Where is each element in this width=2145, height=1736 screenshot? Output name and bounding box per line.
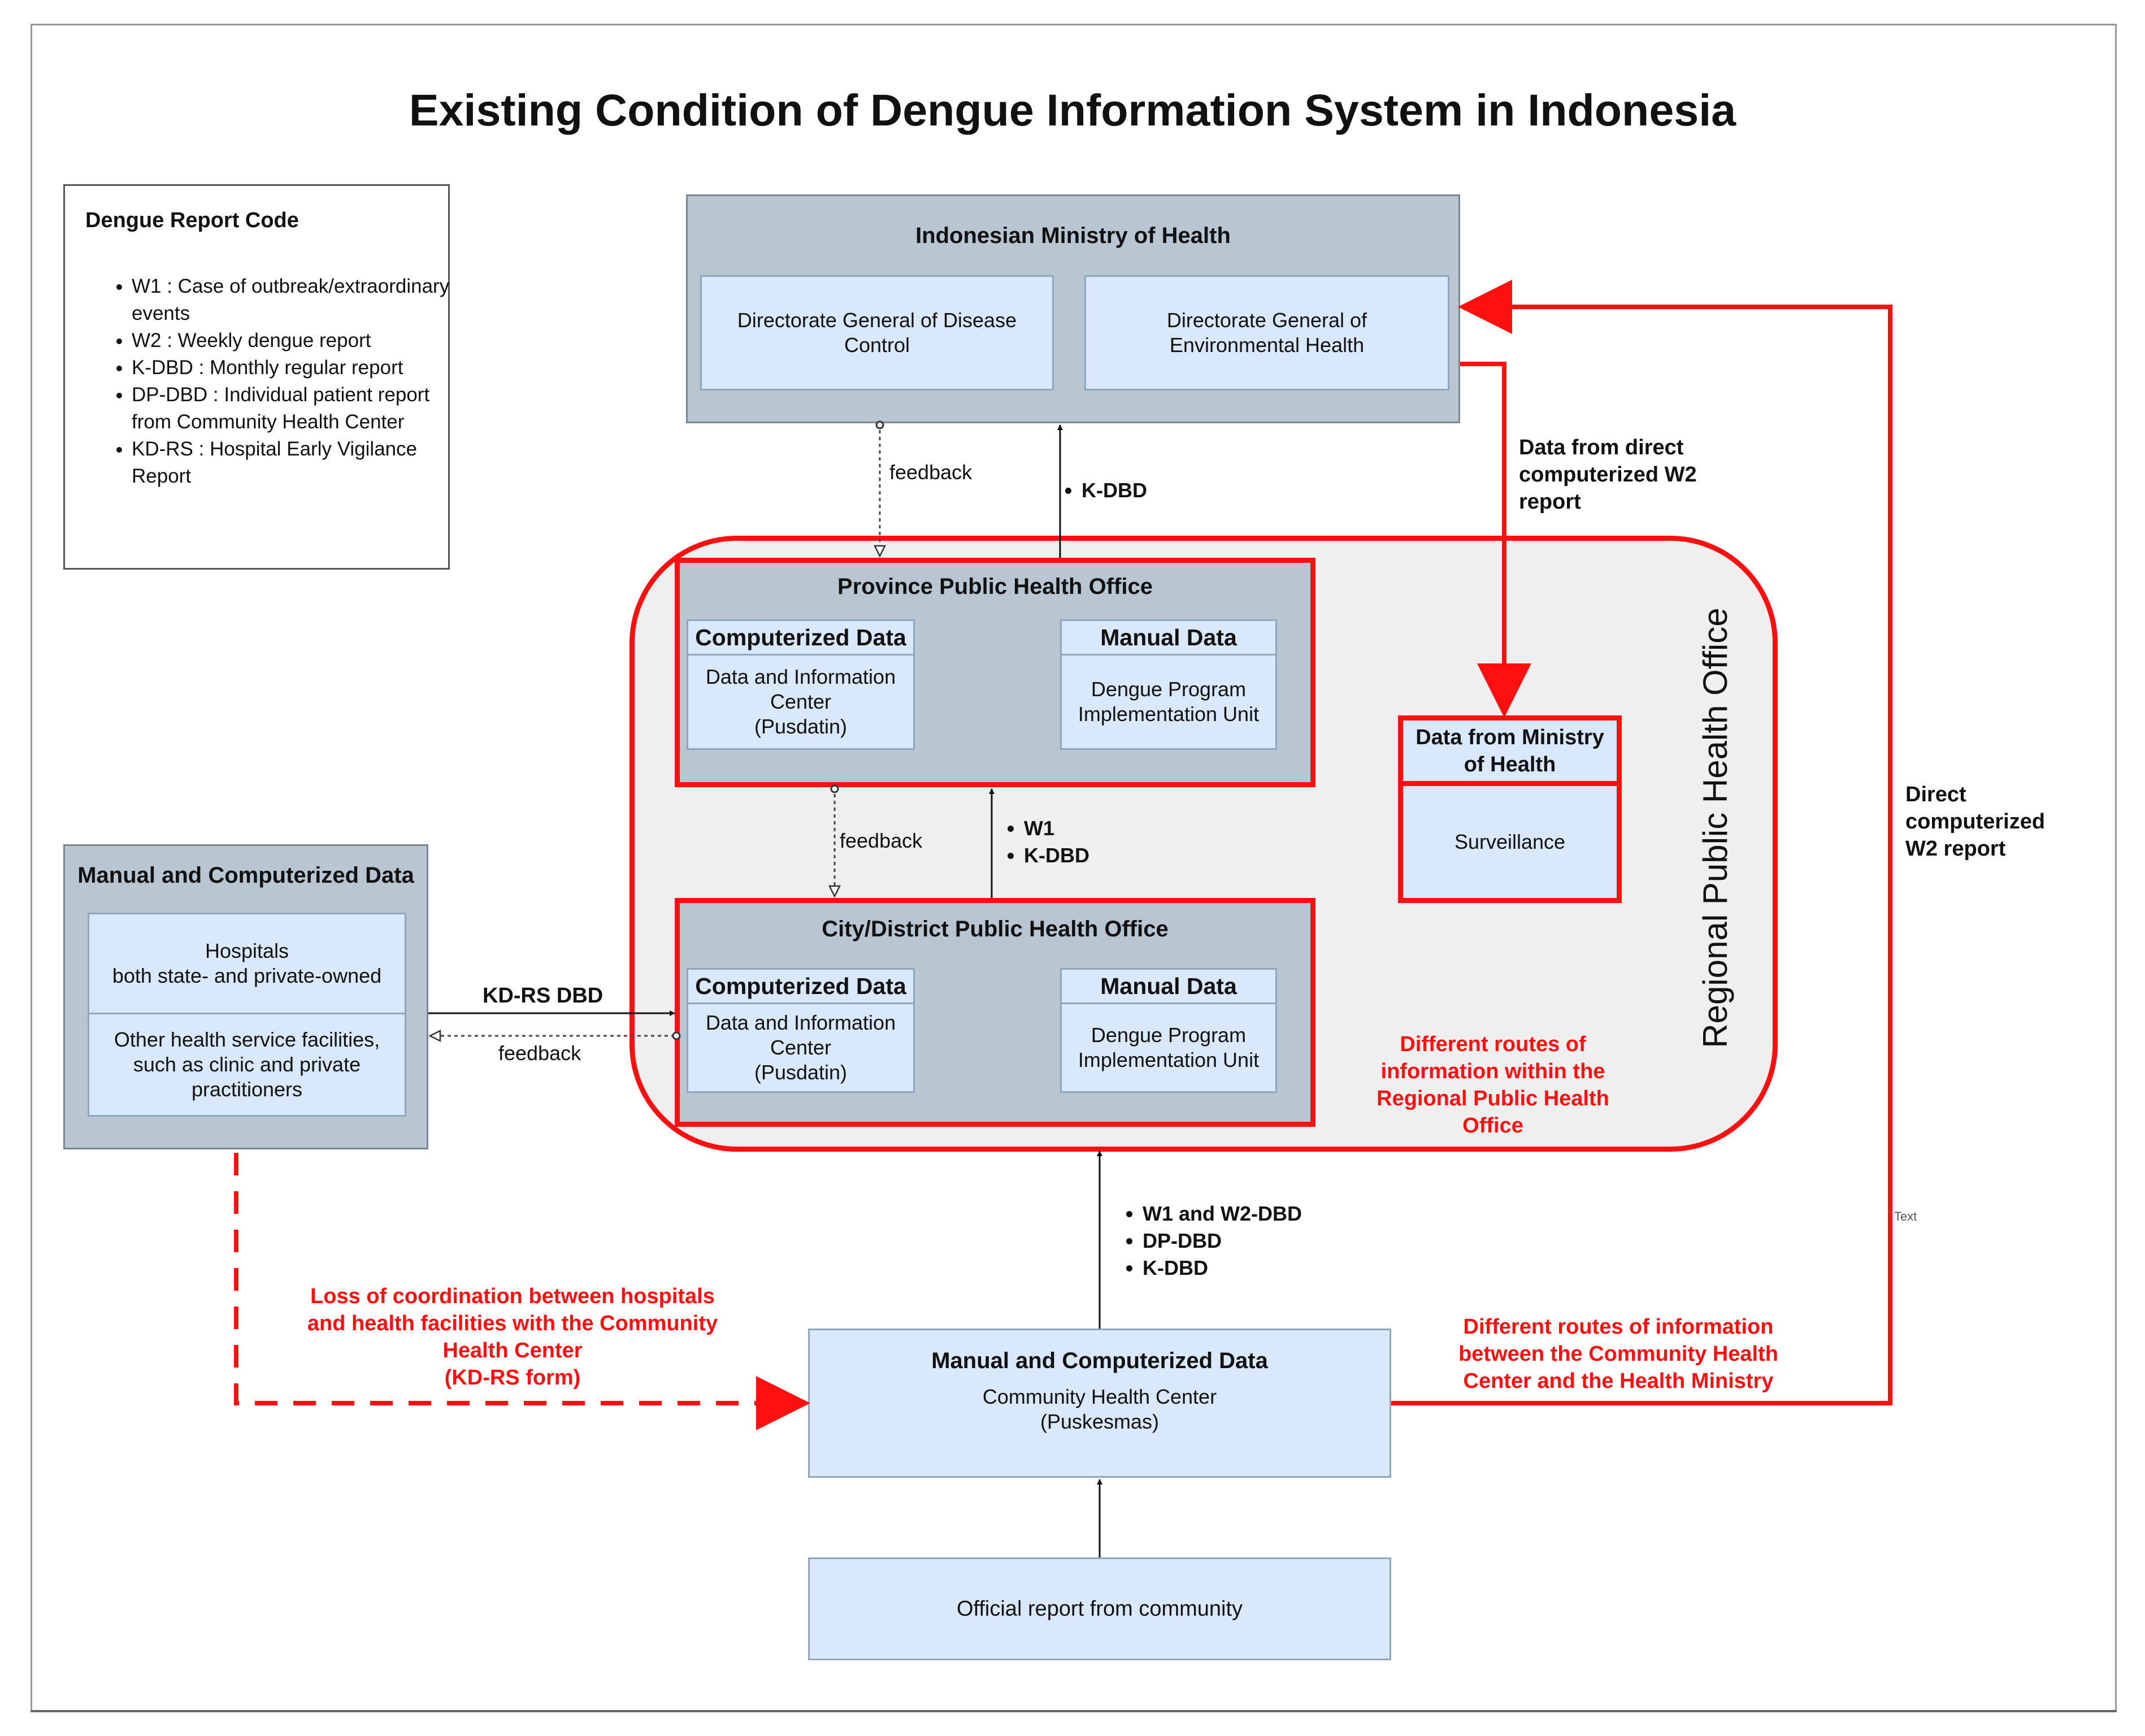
puskesmas-label: Community Health Center (Puskesmas): [982, 1385, 1217, 1433]
legend-heading: Dengue Report Code: [85, 209, 299, 232]
feedback-origin-dot: [672, 1031, 681, 1040]
text-tag-label: Text: [1894, 1209, 1917, 1223]
community-health-center-box: Manual and Computerized Data Community H…: [808, 1329, 1391, 1478]
ministry-to-regional-red-arrow: [1460, 362, 1531, 718]
surveillance-label: Surveillance: [1454, 830, 1566, 853]
w1-w2-dbd-label: W1 and W2-DBD: [1143, 1200, 1302, 1227]
city-manual-header: Manual Data: [1060, 968, 1277, 1004]
city-computerized-header: Computerized Data: [687, 968, 915, 1004]
page-title: Existing Condition of Dengue Information…: [409, 85, 1736, 135]
legend-item: W2 : Weekly dengue report: [132, 327, 471, 354]
province-pusdatin-box: Data and Information Center (Pusdatin): [687, 654, 915, 750]
province-manual-header: Manual Data: [1060, 619, 1277, 656]
page-bottom-rule: [31, 1710, 2117, 1712]
dp-dbd-label: DP-DBD: [1143, 1227, 1302, 1255]
puskesmas-box-title: Manual and Computerized Data: [931, 1348, 1268, 1373]
province-computerized-header: Computerized Data: [687, 619, 915, 656]
kdrs-dbd-label: KD-RS DBD: [483, 984, 603, 1008]
puskesmas-reports-label-list: W1 and W2-DBD DP-DBD K-DBD: [1120, 1200, 1302, 1282]
province-title: Province Public Health Office: [837, 574, 1153, 599]
kdbd-label: K-DBD: [1143, 1255, 1302, 1282]
province-office-box: Province Public Health Office Computeriz…: [675, 558, 1315, 787]
kdbd-label-list: K-DBD: [1059, 477, 1147, 504]
kdbd-label: K-DBD: [1082, 477, 1147, 504]
w1-kdbd-label-list: W1 K-DBD: [1001, 815, 1089, 869]
legend-item: KD-RS : Hospital Early Vigilance Report: [132, 436, 471, 490]
city-pusdatin-box: Data and Information Center (Pusdatin): [687, 1002, 915, 1093]
feedback-origin-dot: [830, 784, 839, 793]
province-program-unit-box: Dengue Program Implementation Unit: [1060, 654, 1277, 750]
page-frame: [31, 24, 2117, 1712]
legend-box: Dengue Report Code W1 : Case of outbreak…: [63, 184, 450, 570]
regional-routes-note: Different routes of information within t…: [1377, 1032, 1609, 1138]
legend-list: W1 : Case of outbreak/extraordinary even…: [92, 273, 471, 490]
ministry-data-box: Data from Ministry of Health Surveillanc…: [1398, 715, 1622, 903]
feedback-origin-dot: [875, 420, 884, 429]
hospitals-box-title: Manual and Computerized Data: [77, 862, 414, 888]
feedback-label: feedback: [498, 1041, 581, 1065]
city-district-office-box: City/District Public Health Office Compu…: [675, 898, 1315, 1127]
hospitals-to-puskesmas-red-dashed-arrow: [234, 1153, 810, 1430]
legend-item: DP-DBD : Individual patient report from …: [132, 381, 471, 436]
community-report-box: Official report from community: [808, 1557, 1391, 1660]
feedback-label: feedback: [889, 461, 972, 484]
city-program-unit-box: Dengue Program Implementation Unit: [1060, 1002, 1277, 1093]
hospitals-label: Hospitals both state- and private-owned: [88, 913, 406, 1014]
other-facilities-label: Other health service facilities, such as…: [88, 1013, 406, 1117]
direct-w2-from-ministry-label: Data from direct computerized W2 report: [1519, 436, 1697, 514]
loss-coordination-note: Loss of coordination between hospitals a…: [307, 1284, 718, 1390]
city-district-title: City/District Public Health Office: [822, 916, 1169, 941]
puskesmas-to-ministry-red-arrow: [1391, 280, 1892, 1405]
direct-w2-report-label: Direct computerized W2 report: [1905, 783, 2046, 861]
ministry-title: Indonesian Ministry of Health: [915, 223, 1231, 248]
dg-disease-control-box: Directorate General of Disease Control: [700, 275, 1054, 390]
ministry-of-health-box: Indonesian Ministry of Health Directorat…: [686, 194, 1460, 423]
dg-environmental-health-box: Directorate General of Environmental Hea…: [1084, 275, 1449, 390]
legend-item: K-DBD : Monthly regular report: [132, 354, 471, 381]
w1-label: W1: [1024, 815, 1089, 842]
different-routes-ministry-note: Different routes of information between …: [1458, 1315, 1778, 1393]
feedback-label: feedback: [840, 829, 923, 852]
hospitals-facilities-box: Manual and Computerized Data Hospitals b…: [63, 844, 428, 1149]
legend-item: W1 : Case of outbreak/extraordinary even…: [132, 273, 471, 327]
kdbd-label: K-DBD: [1024, 842, 1089, 869]
ministry-data-header: Data from Ministry of Health: [1403, 721, 1617, 786]
